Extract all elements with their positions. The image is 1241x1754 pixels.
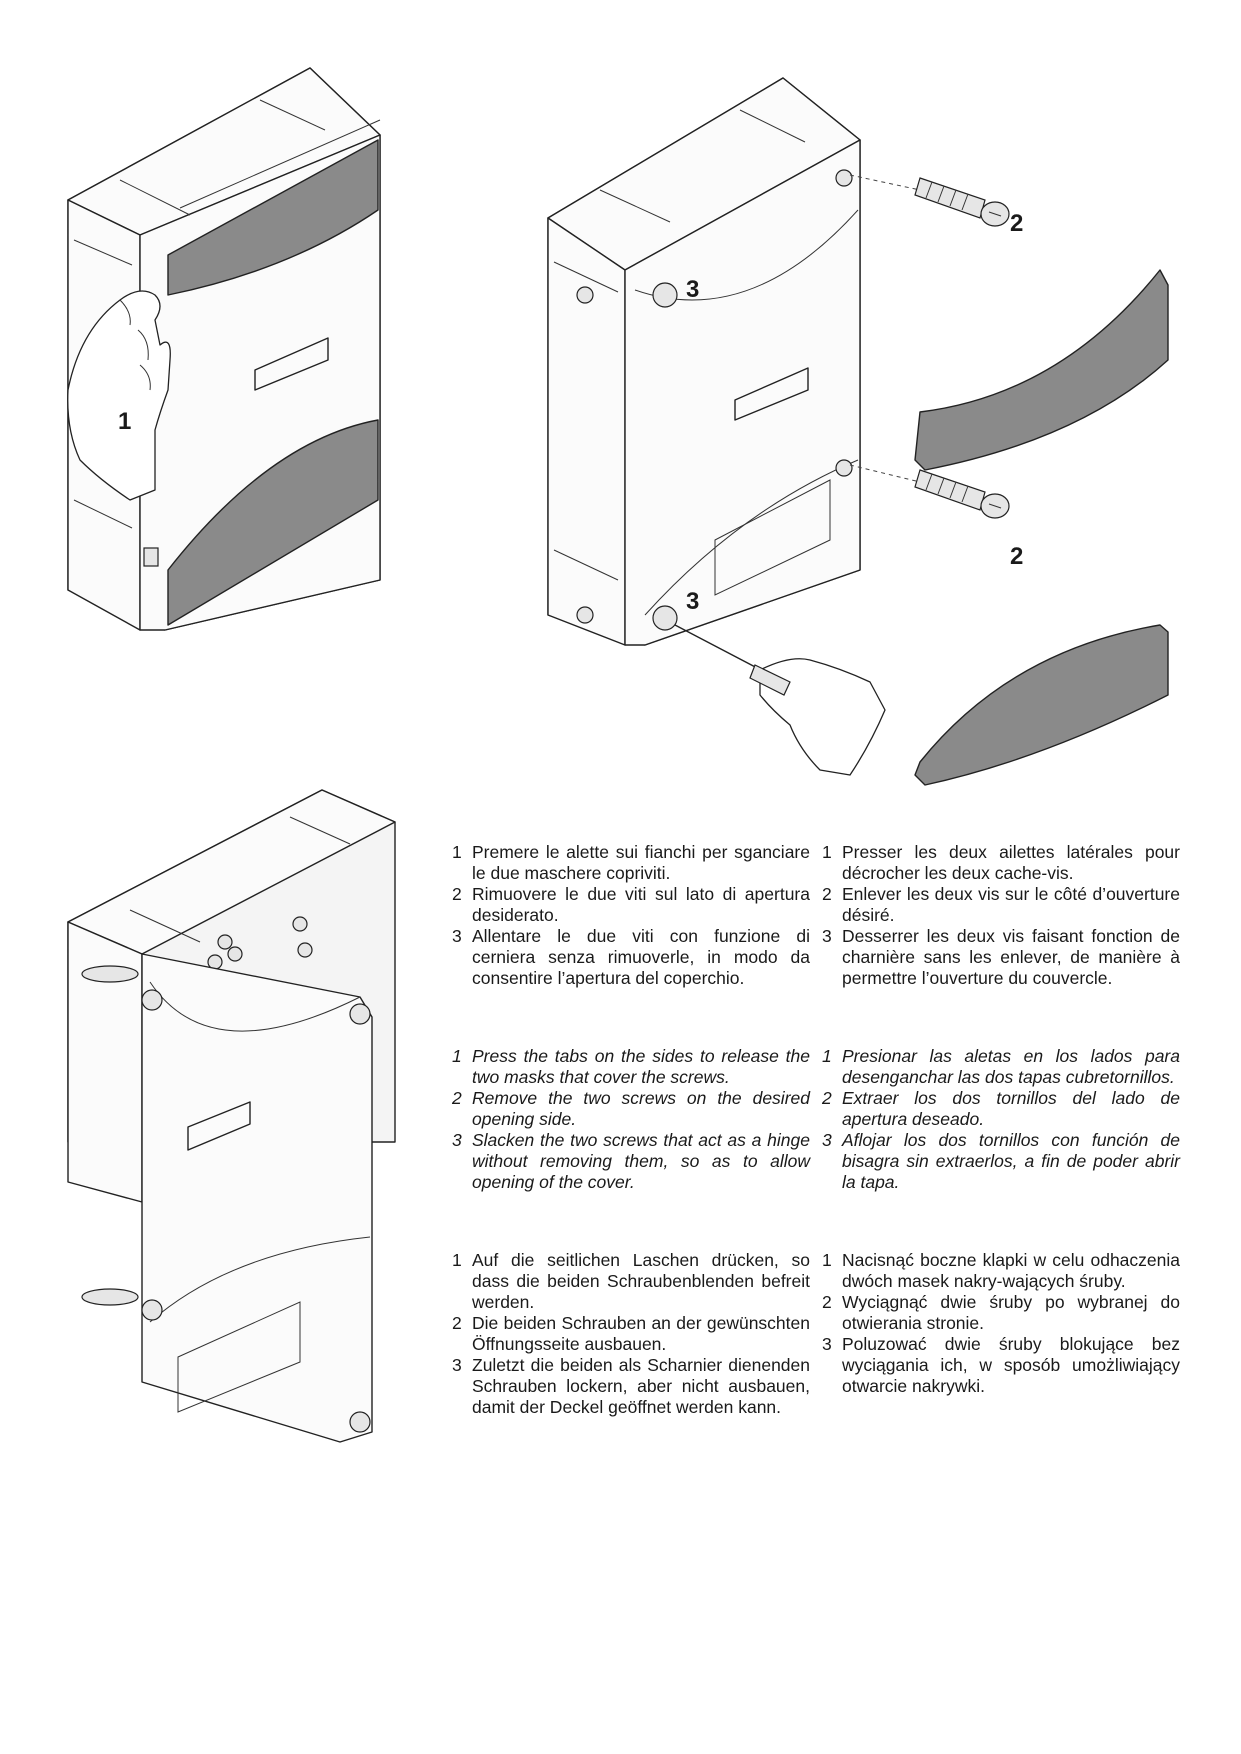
label-window xyxy=(187,1101,251,1151)
top-rib xyxy=(129,909,201,943)
standoff xyxy=(217,934,233,950)
top-rib xyxy=(739,109,806,143)
top-rib xyxy=(259,99,326,131)
callout-3-top: 3 xyxy=(686,276,700,303)
enclosure-side-panel xyxy=(547,217,626,646)
finger-line xyxy=(139,364,151,391)
hinge-spring-bottom xyxy=(81,1288,139,1306)
side-tab xyxy=(143,547,159,567)
standoff xyxy=(297,942,313,958)
hinge-screw-top xyxy=(652,282,678,308)
finger-line xyxy=(137,329,149,361)
callout-2-bottom: 2 xyxy=(1010,543,1024,570)
hand-holding-screwdriver xyxy=(759,658,886,776)
lower-opening xyxy=(177,1301,301,1413)
hinge-screw-bottom xyxy=(141,1299,163,1321)
callout-1: 1 xyxy=(118,408,132,435)
side-rib xyxy=(73,239,133,266)
screwdriver-handle xyxy=(749,664,791,696)
cover-screw-bottom xyxy=(349,1411,371,1433)
side-rib xyxy=(73,499,133,529)
side-hole xyxy=(576,606,594,624)
removed-upper-mask xyxy=(914,269,1169,471)
cover-screw-top xyxy=(349,1003,371,1025)
side-rib xyxy=(553,261,619,293)
enclosure-front-cover xyxy=(624,139,861,646)
label-window xyxy=(254,337,329,391)
cover-bottom-arc xyxy=(149,1236,371,1323)
top-rib xyxy=(599,189,671,223)
side-rib xyxy=(553,549,619,581)
removed-lower-mask xyxy=(914,624,1169,786)
top-rib xyxy=(119,179,191,216)
screw-hole-top xyxy=(835,169,853,187)
figure-press-tabs xyxy=(67,67,381,631)
callout-2-top: 2 xyxy=(1010,210,1024,237)
hinge-screw-top xyxy=(141,989,163,1011)
screw-guide-line xyxy=(849,174,921,191)
top-rib xyxy=(289,816,351,845)
lower-screw-mask xyxy=(167,419,379,626)
wall-screw-anchor-top xyxy=(914,177,1010,227)
figure-remove-screws xyxy=(547,77,1169,786)
screw-hole-bottom xyxy=(835,459,853,477)
top-edge xyxy=(179,119,381,209)
label-window xyxy=(734,367,809,421)
standoff xyxy=(292,916,308,932)
upper-screw-mask xyxy=(167,139,379,296)
hinge-screw-bottom xyxy=(652,605,678,631)
wall-screw-anchor-bottom xyxy=(914,469,1010,519)
finger-line xyxy=(119,299,131,326)
cover-top-arc xyxy=(149,981,361,1032)
enclosure-side-panel xyxy=(67,921,143,1203)
hinge-spring-top xyxy=(81,965,139,983)
lower-opening xyxy=(714,479,831,596)
side-hole xyxy=(576,286,594,304)
callout-3-bottom: 3 xyxy=(686,588,700,615)
open-front-cover xyxy=(141,953,373,1443)
standoff xyxy=(227,946,243,962)
figure-cover-open xyxy=(67,789,396,1443)
